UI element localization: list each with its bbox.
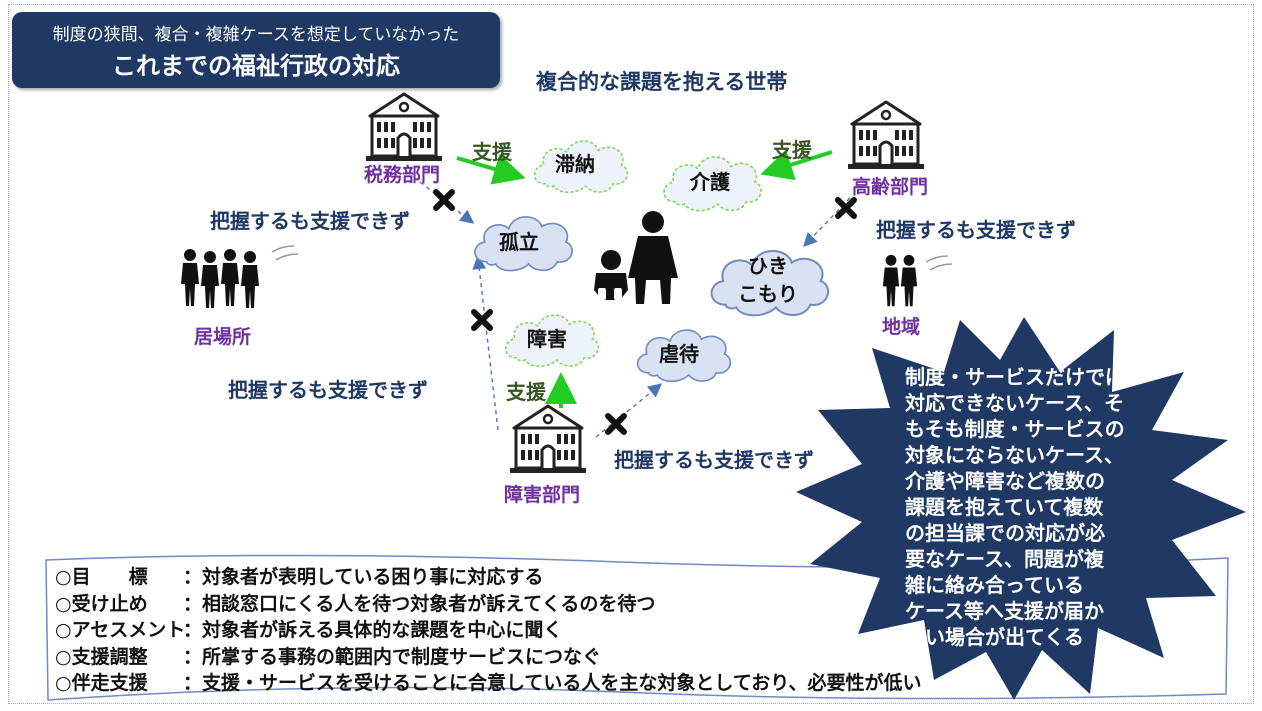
cannot-support-left: 把握するも支援できず — [228, 378, 428, 402]
bottom-list-key: ○アセスメント — [55, 619, 186, 641]
cannot-support-disability: 把握するも支援できず — [614, 448, 814, 472]
title-line-2: これまでの福祉行政の対応 — [112, 52, 400, 80]
outer-frame — [8, 4, 1254, 704]
bottom-info-list: ○目 標 ：対象者が表明している困り事に対応する ○受け止め ：相談窓口にくる人を待つ… — [55, 564, 922, 697]
starburst-text-line: 要なケース、問題が複 — [905, 547, 1104, 571]
x-mark-icon — [838, 200, 854, 216]
ibasho-label: 居場所 — [194, 326, 252, 348]
sigh-icon — [925, 255, 953, 271]
bottom-list-item: ○受け止め ：相談窓口にくる人を待つ対象者が訴えてくるのを待つ — [55, 591, 922, 618]
bottom-list-key: ○支援調整 — [55, 645, 148, 668]
bottom-list-item: ○伴走支援 ：支援・サービスを受けることに合意している人を主な対象としており、必要… — [55, 670, 922, 697]
child-icon — [594, 250, 628, 300]
support-label-disability: 支援 — [506, 380, 546, 404]
x-mark-icon — [474, 312, 490, 328]
starburst-text-line: もそも制度・サービスの — [905, 417, 1125, 441]
disability-department-building-icon — [508, 404, 588, 474]
pair-people-icon — [882, 254, 918, 307]
bottom-list-value: ：支援・サービスを受けることに合意している人を主な対象としており、必要性が低い — [183, 672, 922, 694]
title-box: 制度の狭間、複合・複雑ケースを想定していなかった これまでの福祉行政の対応 — [12, 12, 500, 88]
group-people-icon — [181, 249, 259, 308]
title-line-1: 制度の狭間、複合・複雑ケースを想定していなかった — [52, 25, 460, 45]
sigh-icon — [271, 245, 299, 261]
cloud-hikikomori-line-1: ひき — [748, 254, 788, 278]
x-mark-icon — [436, 192, 452, 208]
support-arrow-tax — [456, 153, 526, 185]
cloud-koritsu-label: 孤立 — [499, 230, 539, 254]
starburst-text-line: 雑に絡み合っている — [905, 573, 1084, 597]
starburst-text-line: 対象にならないケース、 — [905, 443, 1124, 467]
starburst-text-line: ない場合が出てくる — [905, 625, 1084, 649]
cannot-support-ibasho: 把握するも支援できず — [210, 209, 410, 233]
cloud-gyakutai-label: 虐待 — [659, 342, 699, 366]
starburst-text-line: 課題を抱えていて複数 — [905, 495, 1104, 519]
starburst-text: 制度・サービスだけでは対応できないケース、そもそも制度・サービスの対象にならない… — [905, 364, 1145, 650]
bottom-list-value: ：対象者が訴える具体的な課題を中心に聞く — [183, 619, 563, 641]
center-heading: 複合的な課題を抱える世帯 — [536, 70, 788, 94]
starburst-shape — [796, 317, 1246, 700]
starburst-text-line: 介護や障害など複数の — [905, 469, 1105, 493]
support-arrow-elderly — [760, 149, 833, 181]
mother-icon — [628, 211, 678, 304]
bottom-list-key: ○目 標 — [55, 566, 148, 588]
cloud-shougai-label: 障害 — [527, 327, 567, 351]
bottom-list-value: ：相談窓口にくる人を待つ対象者が訴えてくるのを待つ — [183, 592, 656, 615]
bottom-list-value: ：所掌する事務の範囲内で制度サービスにつなぐ — [183, 645, 602, 668]
bottom-list-value: ：対象者が表明している困り事に対応する — [183, 566, 544, 588]
disability-department-label: 障害部門 — [504, 484, 581, 506]
cloud-hikikomori-line-2: こもり — [738, 282, 798, 306]
cannot-support-chiiki: 把握するも支援できず — [876, 218, 1076, 242]
support-label-elderly: 支援 — [772, 138, 812, 162]
x-mark-icon — [608, 416, 624, 432]
support-arrows — [456, 149, 833, 408]
cloud-hikikomori-label: ひき こもり — [738, 252, 798, 308]
starburst-text-line: 対応できないケース、そ — [905, 391, 1124, 415]
support-label-tax: 支援 — [472, 140, 512, 164]
starburst-text-line: の担当課での対応が必 — [905, 521, 1105, 545]
chiiki-label: 地域 — [882, 316, 921, 338]
elderly-department-label: 高齢部門 — [852, 176, 929, 198]
bottom-list-key: ○伴走支援 — [55, 672, 148, 694]
tax-department-building-icon — [364, 92, 444, 162]
starburst-text-line: ケース等へ支援が届か — [905, 599, 1104, 623]
link-disability-isolation — [472, 255, 499, 431]
starburst-text-line: 制度・サービスだけでは — [905, 365, 1125, 389]
bottom-list-key: ○受け止め — [55, 592, 148, 615]
bottom-list-item: ○支援調整 ：所掌する事務の範囲内で制度サービスにつなぐ — [55, 644, 922, 671]
bottom-list-item: ○アセスメント：対象者が訴える具体的な課題を中心に聞く — [55, 617, 922, 644]
cloud-tainou-label: 滞納 — [555, 152, 595, 176]
cloud-kaigo-label: 介護 — [690, 170, 730, 194]
tax-department-label: 税務部門 — [364, 164, 441, 186]
bottom-list-item: ○目 標 ：対象者が表明している困り事に対応する — [55, 564, 922, 591]
elderly-department-building-icon — [846, 100, 926, 170]
link-disability-abuse — [595, 383, 663, 438]
bottom-info-box: ○目 標 ：対象者が表明している困り事に対応する ○受け止め ：相談窓口にくる人を待つ… — [45, 556, 1230, 704]
